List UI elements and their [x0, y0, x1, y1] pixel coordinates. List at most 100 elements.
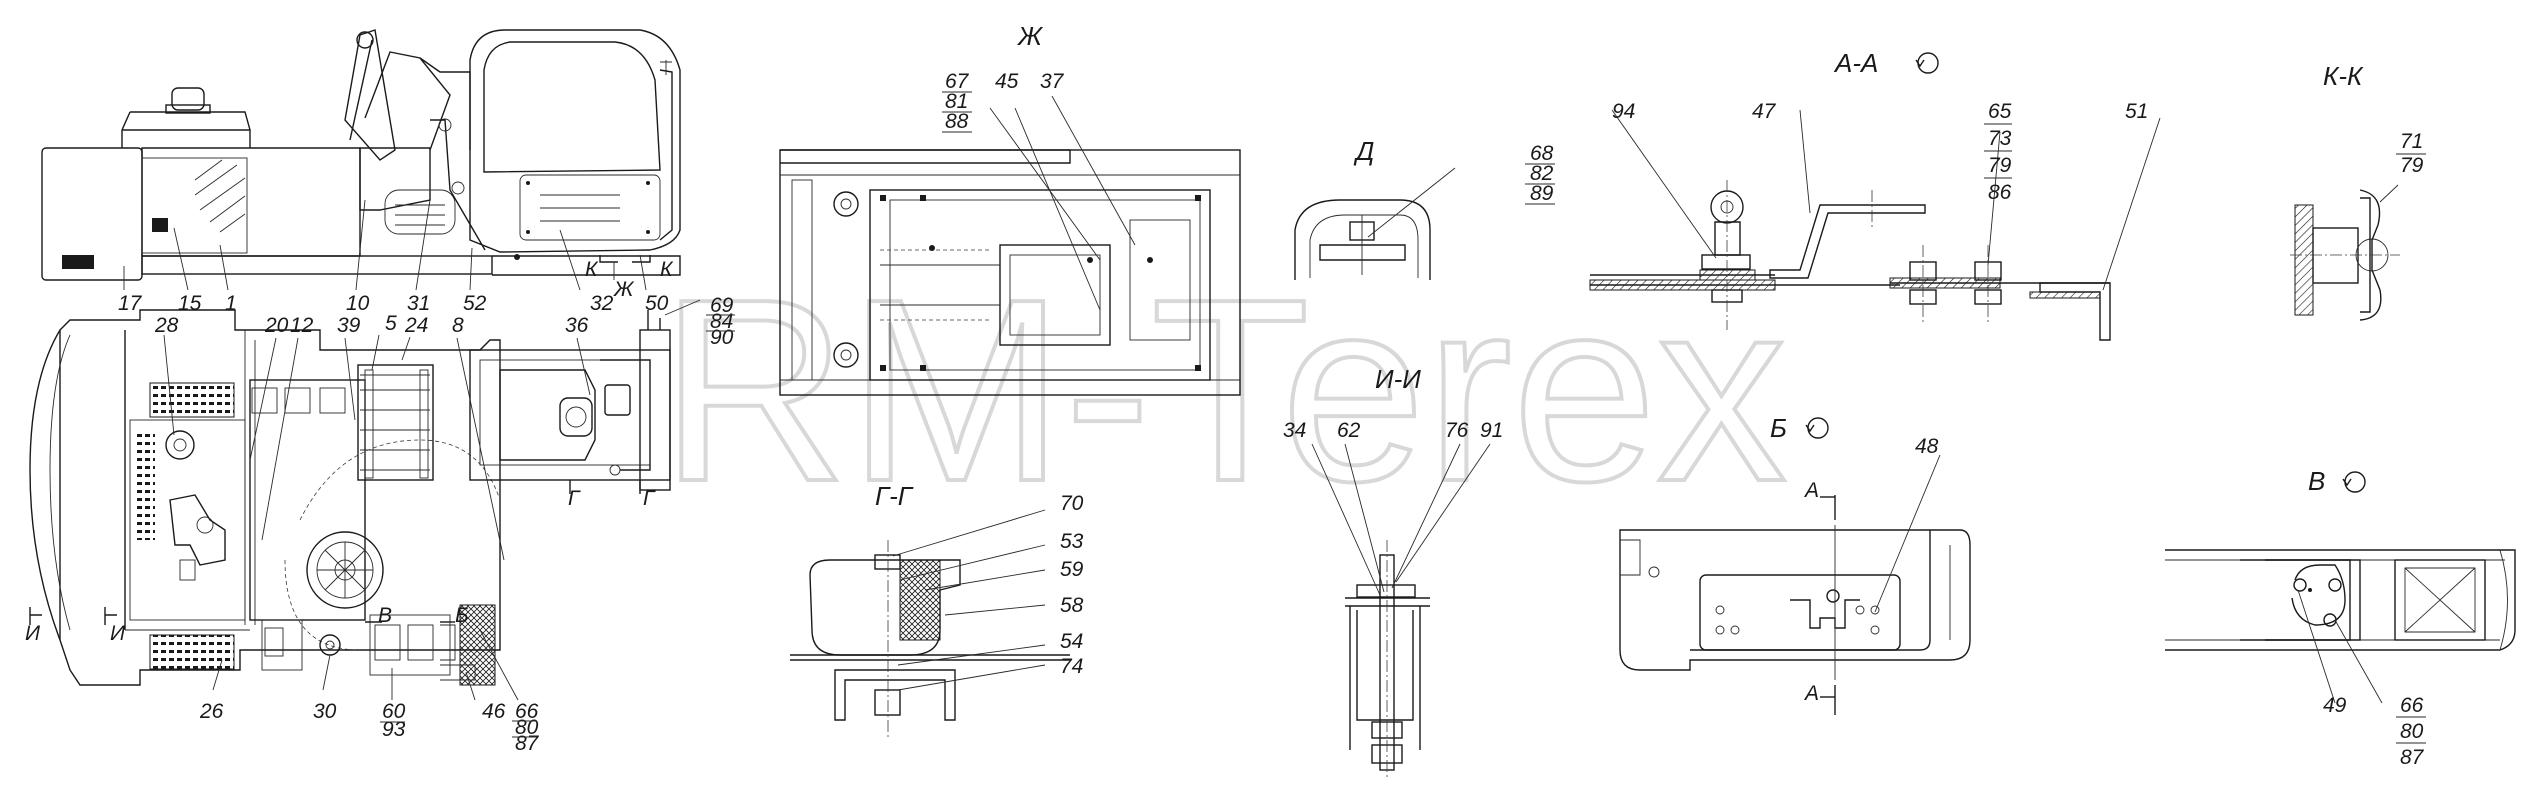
view-b-symbol: [1807, 417, 1829, 439]
view-title-b: Б: [1770, 413, 1787, 443]
view-title-kk: К-К: [2323, 61, 2364, 91]
callout-label-n79b: 79: [2400, 154, 2424, 177]
callout-label-n39: 39: [337, 314, 361, 337]
section-ii-labels: 34 62 76 91: [1283, 419, 1503, 442]
view-v-labels: 49 66 80 87: [2323, 694, 2426, 769]
callout-label-n24: 24: [404, 314, 428, 337]
callout-label-n8: 8: [452, 314, 464, 337]
callout-label-n54: 54: [1060, 630, 1083, 653]
view-title-ii: И-И: [1375, 364, 1421, 394]
section-gg-labels: 70 53 59 58 54 74: [1060, 492, 1084, 678]
callout-label-n65: 65: [1988, 100, 2012, 123]
view-d: [1294, 167, 1456, 280]
callout-label-k2: К: [660, 258, 674, 281]
callout-label-n71: 71: [2400, 130, 2423, 153]
callout-label-n84: 84: [710, 310, 733, 333]
callout-label-a2: А: [1803, 682, 1819, 705]
callout-label-n52: 52: [463, 292, 487, 315]
callout-label-g1: Г: [568, 487, 581, 510]
callout-label-n28: 28: [154, 314, 179, 337]
view-title-aa: А-А: [1833, 48, 1878, 78]
callout-label-n68: 68: [1530, 142, 1554, 165]
machine-side-view: [41, 29, 681, 291]
callout-label-n20: 20: [264, 314, 289, 337]
callout-label-n76: 76: [1445, 419, 1469, 442]
callout-label-n79a: 79: [1988, 154, 2012, 177]
callout-label-n10: 10: [346, 292, 370, 315]
callout-label-n45: 45: [995, 70, 1019, 93]
callout-label-n59: 59: [1060, 558, 1084, 581]
callout-label-n81: 81: [945, 90, 968, 113]
callout-label-n60: 60: [382, 700, 406, 723]
section-aa-labels: 94 47 65 73 79 86 51: [1612, 100, 2148, 204]
bolt-markers-b: [1715, 589, 1880, 635]
callout-label-n89: 89: [1530, 182, 1554, 205]
callout-label-n80a: 80: [515, 716, 539, 739]
callout-label-n51: 51: [2125, 100, 2148, 123]
callout-label-n48: 48: [1915, 435, 1939, 458]
callout-label-n58: 58: [1060, 594, 1084, 617]
callout-label-n34: 34: [1283, 419, 1306, 442]
view-b: [1619, 454, 1971, 715]
section-ii: [1311, 443, 1491, 780]
callout-label-n46: 46: [482, 700, 506, 723]
callout-label-n82: 82: [1530, 162, 1554, 185]
view-v-symbol: [2344, 471, 2366, 493]
view-b-labels: 48 А А: [1803, 435, 1939, 705]
plan-view-labels: 28 20 12 39 5 24 8 36 Г Г И И В Б 26 30 …: [25, 312, 656, 755]
callout-label-n69: 69: [710, 294, 734, 317]
callout-label-n62: 62: [1337, 419, 1361, 442]
view-title-v: В: [2308, 466, 2325, 496]
callout-label-n32: 32: [590, 292, 614, 315]
view-zh: [779, 95, 1241, 396]
section-kk-labels: 71 79: [2396, 130, 2426, 177]
callout-label-n66b: 66: [2400, 694, 2424, 717]
callout-label-n93: 93: [382, 718, 406, 741]
section-kk: [2290, 184, 2400, 321]
callout-label-a1: А: [1803, 479, 1819, 502]
callout-label-n50: 50: [645, 292, 669, 315]
section-aa: [1589, 109, 2161, 341]
callout-label-n30: 30: [313, 700, 337, 723]
callout-label-b1: Б: [455, 604, 469, 627]
callout-label-n49: 49: [2323, 694, 2347, 717]
callout-label-n80b: 80: [2400, 720, 2424, 743]
callout-label-k1: К: [585, 258, 599, 281]
hood-grille: [194, 159, 246, 233]
callout-label-n5: 5: [385, 312, 397, 335]
callout-label-n47: 47: [1752, 100, 1777, 123]
section-gg: [790, 509, 1070, 740]
callout-label-n12: 12: [290, 314, 314, 337]
callout-label-n17: 17: [118, 292, 143, 315]
callout-label-zh2: Ж: [613, 278, 635, 301]
callout-label-n1: 1: [225, 292, 237, 315]
machine-plan-view: [29, 299, 701, 701]
callout-label-n37: 37: [1040, 70, 1065, 93]
callout-label-i1: И: [25, 622, 41, 645]
callout-label-n87a: 87: [515, 732, 540, 755]
callout-label-n88: 88: [945, 110, 969, 133]
side-view-labels: 17 15 1 10 31 52 32 50 К К Ж 69 84 90: [118, 258, 735, 349]
view-zh-labels: 67 81 88 45 37: [942, 70, 1065, 133]
callout-label-n86: 86: [1988, 181, 2012, 204]
callout-label-n74: 74: [1060, 655, 1083, 678]
callout-label-n31: 31: [407, 292, 430, 315]
callout-label-n15: 15: [178, 292, 202, 315]
view-v: [2165, 549, 2516, 704]
callout-label-i2: И: [110, 622, 126, 645]
callout-label-n36: 36: [565, 314, 589, 337]
callout-label-n70: 70: [1060, 492, 1084, 515]
view-title-d: Д: [1353, 136, 1374, 166]
watermark-text: RM-Terex: [660, 246, 1787, 536]
bolt-markers: [880, 195, 1201, 371]
callout-label-n67: 67: [945, 70, 970, 93]
view-title-zh: Ж: [1016, 21, 1044, 51]
view-d-labels: 68 82 89: [1525, 142, 1555, 205]
callout-label-v1: В: [378, 604, 392, 627]
callout-label-n26: 26: [199, 700, 224, 723]
callout-label-n66a: 66: [515, 700, 539, 723]
callout-label-n90: 90: [710, 326, 734, 349]
callout-label-n94: 94: [1612, 100, 1635, 123]
callout-label-n91: 91: [1480, 419, 1503, 442]
